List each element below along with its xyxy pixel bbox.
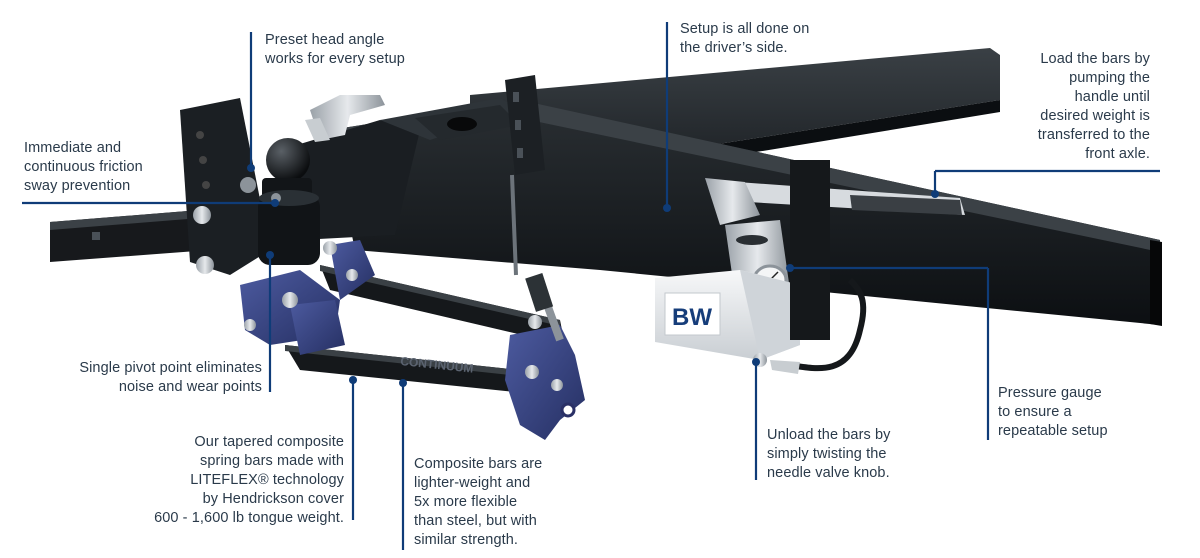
callout-load-bars: Load the bars by pumping the handle unti… [1037,51,1150,162]
spring-bars: CONTINUUM [240,240,585,440]
bw-logo: BW [672,304,712,331]
hydraulic-pump: BW [655,160,965,374]
callout-pivot: Single pivot point eliminates noise and … [79,360,262,395]
frame-bracket [505,75,545,276]
callout-unload: Unload the bars by simply twisting the n… [767,427,891,481]
callout-setup-side: Setup is all done on the driver’s side. [680,21,810,56]
leader-lines [22,22,1160,550]
callout-tapered: Our tapered composite spring bars made w… [154,434,344,526]
callout-composite: Composite bars are lighter-weight and 5x… [414,456,543,548]
callout-head-angle: Preset head angle works for every setup [265,32,405,67]
callout-gauge: Pressure gauge to ensure a repeatable se… [998,385,1108,439]
callout-sway: Immediate and continuous friction sway p… [24,140,143,194]
hitch-head [50,95,385,275]
